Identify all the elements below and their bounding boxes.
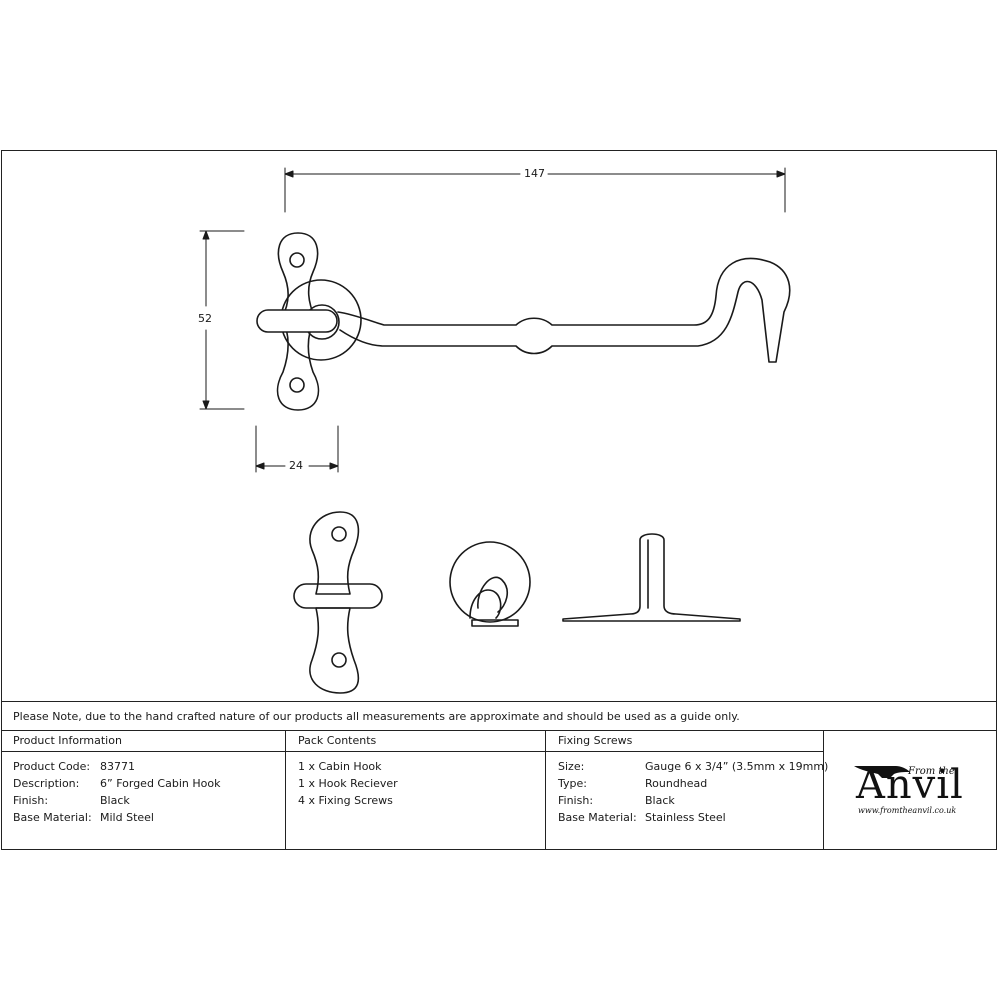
technical-drawing (199, 167, 791, 694)
logo-from-text: From the (908, 766, 955, 777)
base-material-row: Base Material: Mild Steel (1, 809, 285, 826)
keep-part (562, 533, 741, 622)
pack-contents-panel: Pack Contents 1 x Cabin Hook 1 x Hook Re… (286, 731, 546, 850)
backplate-part (293, 511, 383, 694)
field-value: Roundhead (645, 777, 708, 790)
pack-item: 1 x Cabin Hook (298, 760, 382, 773)
field-value: Mild Steel (100, 811, 154, 824)
dimension-52 (199, 230, 245, 410)
fixing-screws-panel: Fixing Screws Size: Gauge 6 x 3/4” (3.5mm… (546, 731, 828, 850)
pack-item: 1 x Hook Reciever (298, 777, 398, 790)
product-code-row: Product Code: 83771 (1, 758, 285, 775)
screw-size-row: Size: Gauge 6 x 3/4” (3.5mm x 19mm) (546, 758, 828, 775)
screw-material-row: Base Material: Stainless Steel (546, 809, 823, 826)
field-label: Base Material: (13, 811, 92, 824)
field-label: Type: (558, 777, 587, 790)
hook-receiver-part (449, 541, 531, 627)
pack-item: 4 x Fixing Screws (298, 794, 393, 807)
dimension-24 (255, 425, 339, 473)
product-information-header: Product Information (1, 731, 285, 752)
product-information-panel: Product Information Product Code: 83771 D… (1, 731, 286, 850)
disclaimer-note: Please Note, due to the hand crafted nat… (1, 701, 997, 731)
drawing-frame (1, 150, 997, 850)
logo-brand-text: Anvil (856, 762, 964, 808)
dimension-label-24: 24 (289, 459, 303, 472)
dimension-label-147: 147 (524, 167, 545, 180)
dimension-147 (284, 167, 786, 213)
cabin-hook-assembly (256, 232, 791, 411)
description-row: Description: 6” Forged Cabin Hook (1, 775, 285, 792)
finish-row: Finish: Black (1, 792, 285, 809)
field-value: Black (100, 794, 130, 807)
dimension-label-52: 52 (198, 312, 212, 325)
field-label: Base Material: (558, 811, 637, 824)
field-label: Product Code: (13, 760, 91, 773)
logo-url-text: www.fromtheanvil.co.uk (858, 806, 957, 815)
field-value: Stainless Steel (645, 811, 726, 824)
field-label: Finish: (13, 794, 49, 807)
pack-contents-header: Pack Contents (286, 731, 545, 752)
field-value: Gauge 6 x 3/4” (3.5mm x 19mm) (645, 760, 829, 773)
field-value: 83771 (100, 760, 135, 773)
from-the-anvil-logo: From the Anvil www.fromtheanvil.co.uk (824, 732, 996, 849)
field-value: Black (645, 794, 675, 807)
field-label: Description: (13, 777, 80, 790)
field-label: Finish: (558, 794, 594, 807)
screw-finish-row: Finish: Black (546, 792, 823, 809)
fixing-screws-header: Fixing Screws (546, 731, 823, 752)
screw-type-row: Type: Roundhead (546, 775, 823, 792)
anvil-icon (854, 766, 910, 778)
field-label: Size: (558, 760, 585, 773)
field-value: 6” Forged Cabin Hook (100, 777, 221, 790)
